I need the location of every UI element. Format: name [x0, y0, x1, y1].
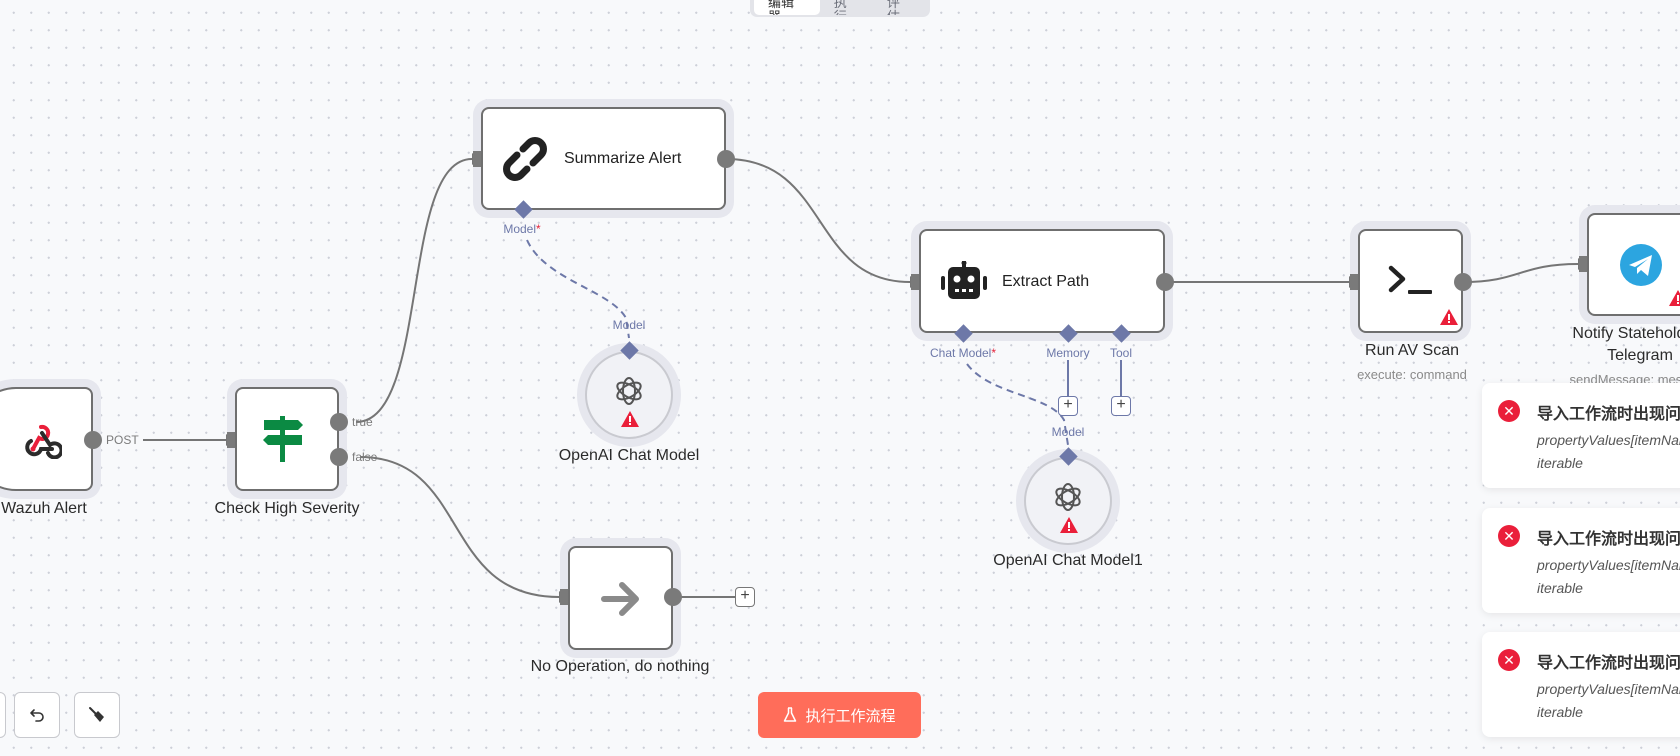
- port-label-memory: Memory: [1046, 346, 1090, 360]
- input-handle[interactable]: [911, 274, 919, 290]
- node-label-line2: Telegram: [1607, 347, 1673, 364]
- toast-title: 导入工作流时出现问题: [1537, 531, 1680, 548]
- tab-executions[interactable]: 执行: [833, 0, 847, 15]
- output-handle[interactable]: [717, 150, 735, 168]
- broom-icon: [89, 707, 104, 722]
- node-openai-chat-model[interactable]: [585, 351, 673, 439]
- execute-workflow-button[interactable]: 执行工作流程: [758, 692, 921, 738]
- warning-icon: [1440, 309, 1458, 325]
- error-icon: ✕: [1498, 649, 1520, 671]
- openai-icon: [1055, 483, 1081, 511]
- node-label: Run AV Scan: [1365, 342, 1459, 359]
- tab-editor[interactable]: 编辑器: [754, 0, 820, 15]
- warning-icon: [621, 411, 639, 427]
- output-handle-false[interactable]: [330, 448, 348, 466]
- error-icon: ✕: [1498, 525, 1520, 547]
- port-label-model: Model: [612, 318, 646, 332]
- port-label-model: Model*: [503, 222, 541, 236]
- terminal-icon: [1388, 265, 1432, 294]
- execute-label: 执行工作流程: [805, 707, 896, 725]
- view-tabs: 编辑器 执行 评估: [750, 0, 930, 17]
- node-no-operation[interactable]: [568, 546, 673, 650]
- input-handle[interactable]: [1579, 256, 1587, 272]
- node-summarize-alert[interactable]: Summarize Alert: [481, 107, 726, 210]
- input-handle[interactable]: [227, 432, 235, 448]
- output-label-false: false: [352, 450, 378, 464]
- warning-icon: [1060, 517, 1078, 533]
- node-label: OpenAI Chat Model: [558, 447, 700, 464]
- node-run-av-scan[interactable]: [1358, 229, 1463, 333]
- input-handle[interactable]: [1350, 274, 1358, 290]
- zoom-button[interactable]: [0, 692, 6, 738]
- undo-icon: [30, 709, 44, 722]
- toast-title: 导入工作流时出现问题: [1537, 406, 1680, 423]
- openai-icon: [616, 377, 642, 405]
- undo-button[interactable]: [14, 692, 60, 738]
- node-label: Notify Stateholders: [1572, 325, 1680, 342]
- port-label-model: Model: [1051, 425, 1085, 439]
- node-label: No Operation, do nothing: [530, 658, 710, 675]
- add-memory-button[interactable]: +: [1058, 396, 1078, 416]
- error-toast[interactable]: ✕ 导入工作流时出现问题 propertyValues[itemName] is…: [1482, 383, 1680, 488]
- tab-evaluations[interactable]: 评估: [886, 0, 900, 15]
- telegram-icon: [1620, 244, 1662, 286]
- output-label-true: true: [352, 415, 373, 429]
- chain-link-icon: [503, 137, 547, 181]
- output-handle[interactable]: [84, 431, 102, 449]
- output-handle[interactable]: [1156, 273, 1174, 291]
- robot-icon: [941, 261, 987, 299]
- edge-false-noop[interactable]: [359, 456, 560, 598]
- port-label-tool: Tool: [1109, 346, 1133, 360]
- toast-body: propertyValues[itemName] is notiterable: [1537, 432, 1680, 471]
- toast-body: propertyValues[itemName] is notiterable: [1537, 557, 1680, 596]
- add-tool-button[interactable]: +: [1111, 396, 1131, 416]
- node-title: Summarize Alert: [564, 150, 682, 167]
- warning-icon: [1669, 290, 1680, 306]
- edge-true-summarize[interactable]: [355, 158, 473, 423]
- flask-icon: [784, 707, 797, 722]
- edge-runav-telegram[interactable]: [1462, 263, 1579, 283]
- toast-body: propertyValues[itemName] is notiterable: [1537, 681, 1680, 720]
- node-wazuh-alert[interactable]: [0, 387, 93, 491]
- arrow-right-icon: [601, 582, 639, 616]
- node-label: OpenAI Chat Model1: [993, 552, 1143, 569]
- input-handle[interactable]: [560, 589, 568, 605]
- output-handle-true[interactable]: [330, 413, 348, 431]
- output-handle[interactable]: [1454, 273, 1472, 291]
- signpost-icon: [263, 416, 303, 462]
- port-label-chat-model: Chat Model*: [929, 346, 997, 360]
- tidy-up-button[interactable]: [74, 692, 120, 738]
- edge-openai2-extract[interactable]: [966, 363, 1069, 446]
- node-notify-telegram[interactable]: [1587, 213, 1680, 316]
- edge-summarize-extract[interactable]: [725, 158, 911, 283]
- error-toast[interactable]: ✕ 导入工作流时出现问题 propertyValues[itemName] is…: [1482, 632, 1680, 737]
- edge-openai1-summarize[interactable]: [526, 239, 630, 339]
- add-node-button[interactable]: +: [735, 587, 755, 607]
- node-title: Extract Path: [1002, 273, 1090, 290]
- webhook-icon: [25, 424, 62, 459]
- error-icon: ✕: [1498, 400, 1520, 422]
- node-check-high-severity[interactable]: [235, 387, 339, 491]
- toast-title: 导入工作流时出现问题: [1537, 655, 1680, 672]
- node-openai-chat-model1[interactable]: [1024, 457, 1112, 545]
- node-extract-path[interactable]: Extract Path: [919, 229, 1165, 333]
- input-handle[interactable]: [473, 151, 481, 167]
- error-toast[interactable]: ✕ 导入工作流时出现问题 propertyValues[itemName] is…: [1482, 508, 1680, 613]
- node-label: Check High Severity: [214, 500, 360, 517]
- node-subtitle: execute: command: [1357, 367, 1467, 382]
- output-handle[interactable]: [664, 588, 682, 606]
- output-label-post: POST: [106, 433, 139, 447]
- node-label: Wazuh Alert: [1, 500, 87, 517]
